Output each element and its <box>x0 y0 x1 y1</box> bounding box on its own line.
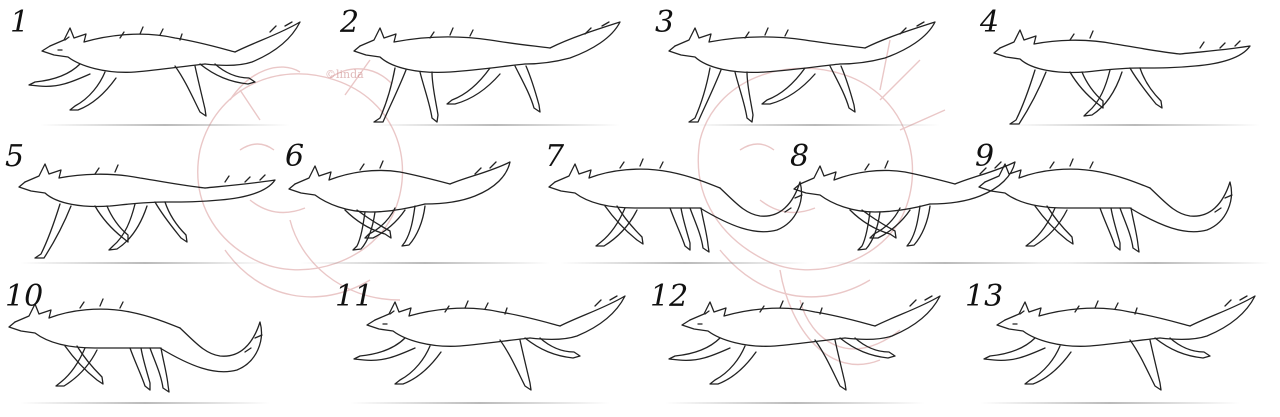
watermark-credit: ©linda <box>325 68 364 81</box>
ground-line <box>820 262 1070 264</box>
frame-number: 1 <box>10 5 30 40</box>
wolf-sketch <box>353 21 621 123</box>
wolf-sketch <box>353 295 626 391</box>
frame-number: 4 <box>980 5 1000 40</box>
ground-line <box>40 124 290 126</box>
frame-9: 9 <box>975 142 1275 267</box>
frame-3: 3 <box>655 8 955 133</box>
ground-line <box>1040 262 1270 264</box>
ground-line <box>690 124 940 126</box>
frame-8: 8 <box>790 142 1090 267</box>
frame-number: 2 <box>340 5 360 40</box>
frame-7: 7 <box>545 142 845 267</box>
wolf-sketch <box>668 295 941 391</box>
frame-11: 11 <box>335 282 635 407</box>
ground-line <box>20 262 270 264</box>
ground-line <box>665 402 925 404</box>
frame-number: 11 <box>335 279 374 314</box>
wolf-sketch <box>28 21 301 117</box>
wolf-sketch <box>8 298 263 393</box>
frame-number: 13 <box>965 279 1004 314</box>
frame-number: 6 <box>285 139 305 174</box>
ground-line <box>1010 124 1260 126</box>
frame-number: 9 <box>975 139 995 174</box>
ground-line <box>300 262 550 264</box>
ground-line <box>20 402 270 404</box>
frame-number: 3 <box>655 5 675 40</box>
frame-number: 12 <box>650 279 689 314</box>
wolf-sketch <box>978 158 1233 253</box>
frame-number: 5 <box>5 139 25 174</box>
frame-6: 6 <box>285 142 585 267</box>
wolf-sketch <box>18 163 276 259</box>
frame-12: 12 <box>650 282 950 407</box>
ground-line <box>980 402 1240 404</box>
wolf-sketch <box>288 160 511 251</box>
wolf-sketch <box>983 295 1256 391</box>
ground-line <box>350 402 610 404</box>
frame-13: 13 <box>965 282 1265 407</box>
frame-5: 5 <box>5 142 305 267</box>
ground-line <box>560 262 810 264</box>
frame-2: 2 <box>340 8 640 133</box>
frame-number: 10 <box>5 279 44 314</box>
frame-4: 4 <box>980 8 1280 133</box>
wolf-sketch <box>668 21 936 123</box>
wolf-sketch <box>993 29 1251 125</box>
frame-number: 8 <box>790 139 810 174</box>
frame-number: 7 <box>545 139 565 174</box>
frame-1: 1 <box>10 8 310 133</box>
frame-10: 10 <box>5 282 305 407</box>
ground-line <box>370 124 620 126</box>
